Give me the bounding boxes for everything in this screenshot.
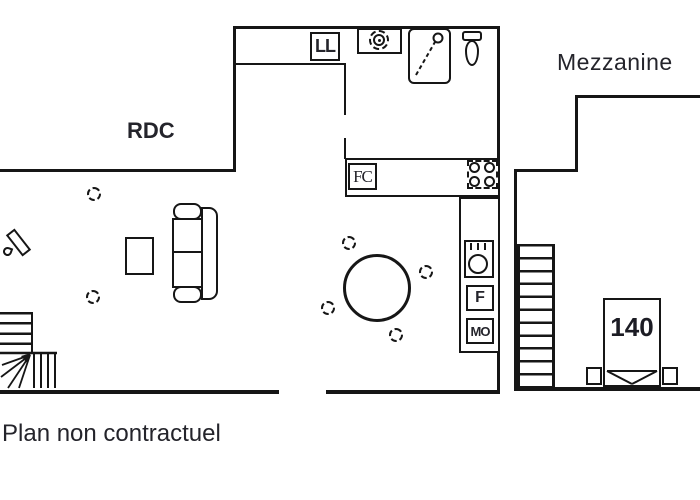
stairs-direction-arrow <box>21 353 31 363</box>
straight-stairs <box>0 312 33 354</box>
sink-bowl <box>468 254 488 274</box>
shower-hose <box>415 32 444 76</box>
bed-size-label: 140 <box>610 312 654 342</box>
wall-upper-horizontal <box>0 169 236 172</box>
spotlight-icon <box>419 265 433 279</box>
sofa-armrest-bottom <box>173 286 202 303</box>
coffee-table-icon <box>125 237 154 275</box>
mezzanine-wall-bottom <box>514 387 700 391</box>
spotlight-icon <box>87 187 101 201</box>
sofa-icon <box>201 207 218 300</box>
bed-blanket-fold <box>606 370 658 385</box>
sink-tap-line <box>477 243 479 250</box>
fridge-box: F <box>466 285 494 311</box>
sofa-cushion-divider <box>174 251 201 253</box>
wall-left-upper <box>233 26 236 172</box>
washing-machine-box: LL <box>310 32 340 61</box>
shower-icon <box>408 28 451 84</box>
wall-bottom-left-of-door <box>0 390 279 394</box>
mezzanine-wall-left-lower <box>514 169 517 391</box>
fridge-label: F <box>475 289 485 306</box>
spotlight-icon <box>342 236 356 250</box>
mezzanine-ladder-icon <box>517 244 555 388</box>
sink-tap-line <box>470 243 472 250</box>
spotlight-icon <box>389 328 403 342</box>
mezzanine-wall-left-upper <box>575 95 578 172</box>
fridge-freezer-box: FC <box>348 163 377 190</box>
microwave-box: MO <box>466 318 494 344</box>
spotlight-icon <box>86 290 100 304</box>
sink-tap-line <box>484 243 486 250</box>
stove-burner <box>469 162 480 173</box>
washing-machine-label: LL <box>315 36 336 56</box>
dining-table-icon <box>343 254 411 322</box>
wall-bottom-right-of-door <box>326 390 500 394</box>
sofa-armrest-top <box>173 203 202 220</box>
closet-partition <box>235 63 346 65</box>
spotlight-icon <box>321 301 335 315</box>
winder-staircase-icon <box>0 351 57 389</box>
sofa-seat <box>172 218 203 288</box>
washbasin-drain <box>378 39 381 42</box>
mezzanine-label: Mezzanine <box>557 49 673 75</box>
microwave-label: MO <box>470 323 491 339</box>
fridge-freezer-label: FC <box>353 166 373 186</box>
nightstand-icon <box>662 367 678 385</box>
stove-burner <box>484 162 495 173</box>
stove-burner <box>484 176 495 187</box>
stove-burner <box>469 176 480 187</box>
wall-top <box>233 26 500 29</box>
mezzanine-wall-step <box>514 169 578 172</box>
ground-floor-label: RDC <box>127 118 175 143</box>
tv-stand <box>1 245 14 258</box>
washbasin-splash-ring <box>369 30 389 50</box>
nightstand-icon <box>586 367 602 385</box>
bed-icon <box>603 298 661 387</box>
mezzanine-wall-top <box>575 95 700 98</box>
bathroom-wall-lower <box>344 138 346 159</box>
bathroom-wall-upper <box>344 63 346 115</box>
disclaimer-text: Plan non contractuel <box>2 420 221 447</box>
toilet-icon <box>465 40 479 66</box>
